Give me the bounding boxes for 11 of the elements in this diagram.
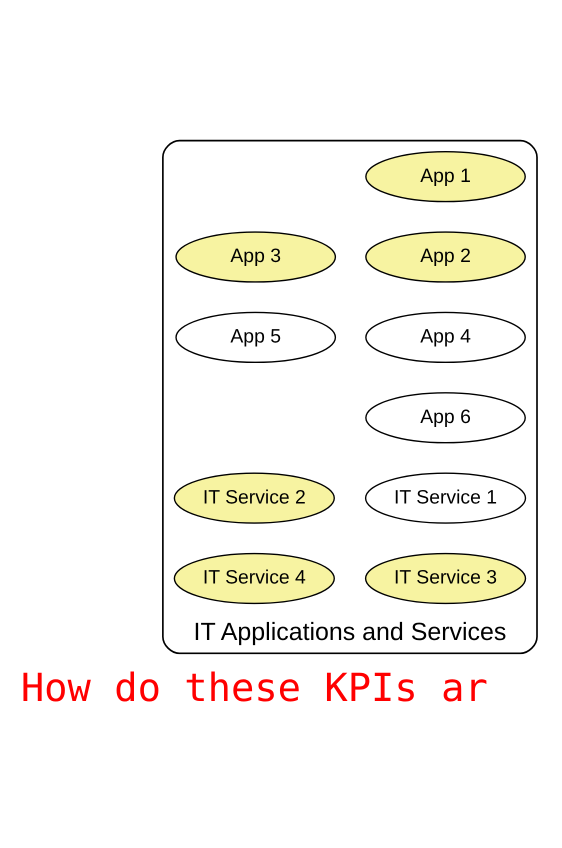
label: How do these KPIs ar — [20, 666, 488, 711]
node-ellipse: App 1 — [365, 151, 526, 202]
node-ellipse: App 2 — [365, 231, 526, 283]
node-ellipse: IT Service 3 — [364, 552, 526, 604]
node-ellipse: IT Service 1 — [364, 472, 526, 524]
node-ellipse: App 5 — [175, 312, 336, 364]
node-ellipse: IT Service 2 — [174, 472, 335, 524]
node-ellipse: App 4 — [365, 312, 526, 364]
node-ellipse: App 6 — [365, 392, 526, 444]
node-ellipse: App 3 — [175, 231, 336, 283]
node-ellipse: IT Service 4 — [174, 552, 335, 604]
